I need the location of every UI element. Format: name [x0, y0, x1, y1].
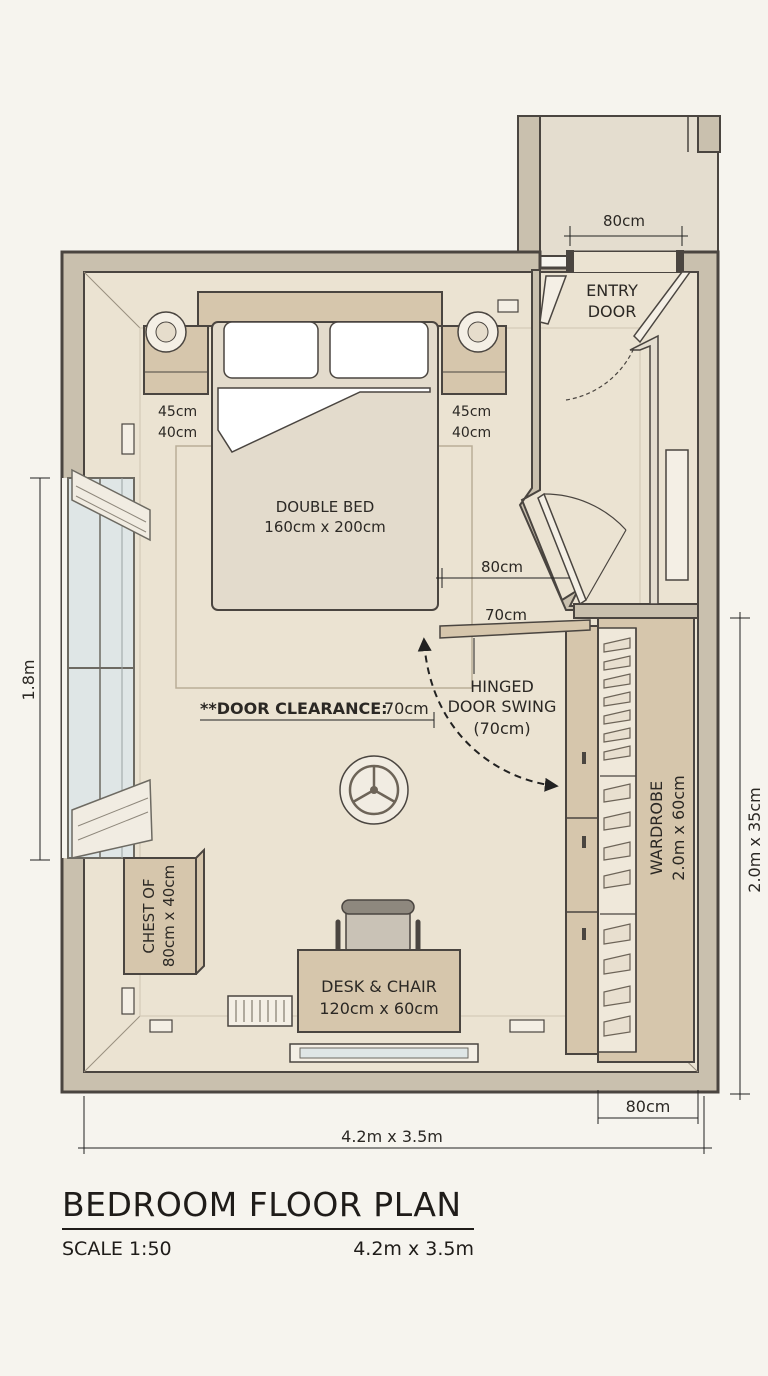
- curtain-top: [71, 468, 151, 542]
- bed-clearance-dim: [436, 568, 570, 588]
- wardrobe-height-label: 2.0m x 35cm: [745, 787, 764, 892]
- nightstand-left-width: 45cm: [158, 404, 197, 420]
- floor-plan: DOUBLE BED 160cm x 200cm 45cm 40cm 45cm …: [19, 115, 764, 1154]
- outlet-icon: [121, 423, 135, 455]
- hinged-label: HINGED: [470, 677, 534, 696]
- window-height-dim: [30, 477, 50, 861]
- wardrobe-size-label: 2.0m x 60cm: [669, 775, 688, 880]
- bottom-right-dim: [597, 1090, 699, 1124]
- entry-width-dim: [564, 226, 688, 246]
- nightstand-right-width: 45cm: [452, 404, 491, 420]
- entry-width-label: 80cm: [603, 212, 645, 230]
- chest-of-drawers: [123, 847, 205, 975]
- overall-width-dim: [78, 1096, 712, 1154]
- overall-width-label: 4.2m x 3.5m: [341, 1127, 443, 1146]
- bottom-right-dim-label: 80cm: [626, 1097, 671, 1116]
- outlet-icon: [149, 1019, 173, 1033]
- nightstand-left-depth: 40cm: [158, 425, 197, 441]
- chest-size-label: 80cm x 40cm: [160, 865, 178, 967]
- page-title: BEDROOM FLOOR PLAN: [62, 1185, 474, 1230]
- wardrobe-height-dim: [730, 612, 750, 1100]
- hinged-label-2: DOOR SWING: [448, 697, 557, 716]
- door-clearance-value: 70cm: [384, 699, 429, 718]
- nightstand-right-depth: 40cm: [452, 425, 491, 441]
- swing-offset-label: 70cm: [485, 606, 527, 624]
- scale-label: SCALE 1:50: [62, 1238, 172, 1260]
- outlet-icon: [509, 1019, 545, 1033]
- entry-door-label-2: DOOR: [588, 302, 637, 321]
- bed-size-label: 160cm x 200cm: [264, 518, 385, 536]
- nightstand-left: [143, 311, 209, 395]
- double-bed: [197, 291, 443, 611]
- nightstand-right: [441, 311, 507, 395]
- bed-label: DOUBLE BED: [276, 498, 375, 516]
- entry-hall: [518, 269, 699, 619]
- window-height-label: 1.8m: [19, 659, 38, 700]
- desk-size-label: 120cm x 60cm: [319, 999, 438, 1018]
- radiator: [227, 995, 293, 1027]
- chest-label: CHEST OF: [140, 878, 158, 953]
- outlet-icon: [497, 299, 519, 313]
- outlet-icon: [121, 987, 135, 1015]
- entry-door-label: ENTRY: [586, 281, 638, 300]
- corridor: [517, 115, 721, 257]
- door-swing: [417, 619, 591, 792]
- bed-clearance-label: 80cm: [481, 558, 523, 576]
- radiator: [665, 449, 689, 581]
- wardrobe: [565, 617, 695, 1063]
- title-block: BEDROOM FLOOR PLAN SCALE 1:50 4.2m x 3.5…: [62, 1185, 474, 1260]
- title-subrow: SCALE 1:50 4.2m x 3.5m: [62, 1238, 474, 1260]
- door-clearance-label: **DOOR CLEARANCE:: [200, 699, 388, 718]
- radiator: [289, 1043, 479, 1063]
- ceiling-light-icon: [339, 755, 409, 825]
- wardrobe-label: WARDROBE: [647, 781, 666, 875]
- curtain-bottom: [71, 778, 153, 859]
- overall-size-label: 4.2m x 3.5m: [353, 1238, 474, 1260]
- desk-label: DESK & CHAIR: [321, 977, 437, 996]
- door-clearance-dim: [200, 712, 435, 728]
- hinged-label-3: (70cm): [473, 719, 530, 738]
- desk-chair: [297, 899, 461, 1033]
